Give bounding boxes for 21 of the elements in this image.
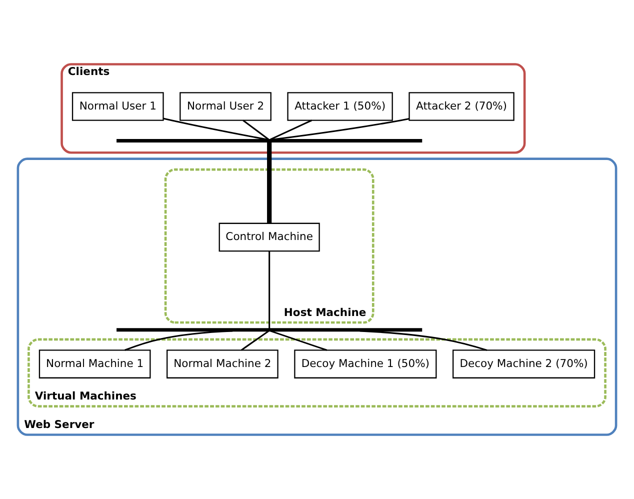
connector bbox=[240, 330, 269, 351]
connector bbox=[272, 118, 410, 140]
connector bbox=[270, 330, 328, 351]
node-bar bbox=[116, 138, 422, 142]
node-box: Normal User 1 bbox=[72, 92, 164, 121]
connector bbox=[270, 120, 312, 140]
node-box: Control Machine bbox=[218, 222, 320, 252]
node-box: Normal User 2 bbox=[180, 92, 272, 121]
node-box: Normal Machine 1 bbox=[38, 350, 151, 378]
node-bar bbox=[116, 328, 422, 332]
connector bbox=[267, 142, 272, 224]
node-box: Decoy Machine 2 (70%) bbox=[452, 350, 596, 378]
connector bbox=[360, 330, 488, 351]
connector bbox=[163, 118, 268, 140]
node-box: Attacker 2 (70%) bbox=[408, 92, 514, 121]
connector bbox=[242, 120, 270, 140]
connector bbox=[268, 251, 270, 328]
node-box: Normal Machine 2 bbox=[166, 350, 278, 378]
connector bbox=[124, 330, 233, 351]
node-box: Attacker 1 (50%) bbox=[287, 92, 393, 121]
node-box: Decoy Machine 1 (50%) bbox=[294, 350, 437, 378]
